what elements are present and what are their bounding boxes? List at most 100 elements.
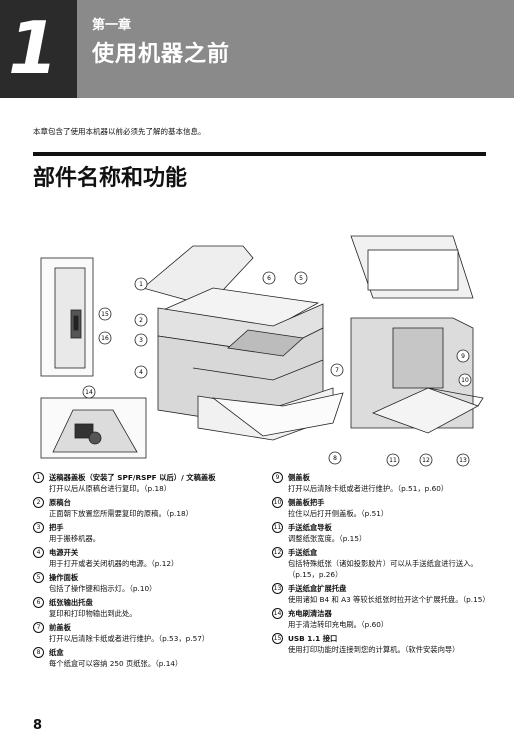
part-description: 使用诸如 B4 和 A3 等较长纸张时拉开这个扩展托盘。（p.15）: [288, 595, 490, 604]
part-item: 10 侧盖板把手拉住以后打开侧盖板。（p.51）: [272, 497, 490, 519]
part-item: 7 前盖板打开以后清除卡纸或者进行维护。（p.53，p.57）: [33, 622, 261, 644]
part-name: 手送纸盒导板: [288, 523, 332, 532]
callout-circle: [134, 277, 148, 291]
section-rule: [33, 152, 486, 156]
part-number: 7: [33, 622, 44, 633]
part-number: 3: [33, 522, 44, 533]
part-description: 使用打印功能时连接到您的计算机。（软件安装向导）: [288, 645, 460, 654]
bypass-extension: [427, 387, 484, 407]
output-tray: [227, 329, 304, 357]
part-description: 复印和打印物输出到此处。: [49, 609, 137, 618]
chapter-label: 第一章: [92, 18, 132, 33]
part-name: 把手: [49, 523, 64, 532]
callout-circle: [456, 349, 470, 363]
part-description: 包括特殊纸张（诸如投影胶片）可以从手送纸盒进行送入。（p.15，p.26）: [288, 559, 478, 579]
part-number: 9: [272, 472, 283, 483]
part-name: 前盖板: [49, 623, 71, 632]
paper-tray-open: [211, 392, 344, 437]
callout-label: 2: [139, 317, 143, 324]
callout-label: 12: [422, 457, 430, 464]
callout-circle: [134, 333, 148, 347]
chapter-title: 使用机器之前: [92, 42, 231, 67]
callout-label: 16: [101, 335, 109, 342]
right-side-cover: [392, 327, 444, 389]
part-number: 10: [272, 497, 283, 508]
callout-circle: [134, 365, 148, 379]
parts-list-right: 9 侧盖板打开以后清除卡纸或者进行维护。（p.51，p.60） 10 侧盖板把手拉住以…: [272, 472, 490, 658]
callout-circle: [134, 313, 148, 327]
part-description: 用于打开或者关闭机器的电源。（p.12）: [49, 559, 179, 568]
callout-label: 14: [85, 389, 93, 396]
part-name: 手送纸盒扩展托盘: [288, 584, 347, 593]
callout-label: 11: [389, 457, 397, 464]
part-item: 11 手送纸盒导板调整纸张宽度。（p.15）: [272, 522, 490, 544]
part-item: 4 电源开关用于打开或者关闭机器的电源。（p.12）: [33, 547, 261, 569]
cleaner-knob: [88, 431, 102, 445]
callout-circle: [386, 453, 400, 467]
part-description: 用于搬移机器。: [49, 534, 101, 543]
part-number: 5: [33, 572, 44, 583]
part-description: 打开以后清除卡纸或者进行维护。（p.51，p.60）: [288, 484, 449, 493]
page-number: 8: [33, 718, 43, 733]
part-description: 拉住以后打开侧盖板。（p.51）: [288, 509, 389, 518]
part-description: 包括了操作键和指示灯。（p.10）: [49, 584, 157, 593]
part-number: 4: [33, 547, 44, 558]
callout-circle: [262, 271, 276, 285]
callout-circle: [456, 453, 470, 467]
part-number: 15: [272, 633, 283, 644]
usb-port: [73, 315, 79, 331]
part-name: 充电刷清洁器: [288, 609, 332, 618]
part-number: 12: [272, 547, 283, 558]
part-description: 打开以后从原稿台进行复印。（p.18）: [49, 484, 172, 493]
part-description: 正面朝下放置您所需要复印的原稿。（p.18）: [49, 509, 193, 518]
part-number: 13: [272, 583, 283, 594]
callout-label: 4: [139, 369, 143, 376]
part-name: 电源开关: [49, 548, 79, 557]
cleaner-shape: [52, 409, 138, 453]
section-title: 部件名称和功能: [33, 166, 188, 191]
part-item: 12 手送纸盒包括特殊纸张（诸如投影胶片）可以从手送纸盒进行送入。（p.15，p.…: [272, 547, 490, 580]
callout-label: 13: [459, 457, 467, 464]
chapter-number-box: 1: [0, 0, 77, 98]
part-description: 用于清洁转印充电刷。（p.60）: [288, 620, 389, 629]
callout-label: 3: [139, 337, 143, 344]
front-cover-line: [192, 359, 324, 381]
part-name: 手送纸盒: [288, 548, 318, 557]
callout-label: 10: [461, 377, 469, 384]
part-name: 操作面板: [49, 573, 79, 582]
part-name: 纸张输出托盘: [49, 598, 93, 607]
part-name: 侧盖板: [288, 473, 310, 482]
callout-circle: [330, 363, 344, 377]
part-item: 13 手送纸盒扩展托盘使用诸如 B4 和 A3 等较长纸张时拉开这个扩展托盘。（p…: [272, 583, 490, 605]
part-name: 纸盒: [49, 648, 64, 657]
part-description: 打开以后清除卡纸或者进行维护。（p.53，p.57）: [49, 634, 210, 643]
callout-label: 15: [101, 311, 109, 318]
part-number: 14: [272, 608, 283, 619]
part-item: 3 把手用于搬移机器。: [33, 522, 261, 544]
part-description: 调整纸张宽度。（p.15）: [288, 534, 367, 543]
part-number: 8: [33, 647, 44, 658]
part-item: 14 充电刷清洁器用于清洁转印充电刷。（p.60）: [272, 608, 490, 630]
callout-circle: [82, 385, 96, 399]
part-number: 2: [33, 497, 44, 508]
part-number: 11: [272, 522, 283, 533]
part-item: 6 纸张输出托盘复印和打印物输出到此处。: [33, 597, 261, 619]
callout-circle: [328, 451, 342, 465]
callout-circle: [458, 373, 472, 387]
right-glass: [367, 249, 459, 291]
callout-circle: [98, 307, 112, 321]
callout-label: 8: [333, 455, 337, 462]
callout-label: 7: [335, 367, 339, 374]
part-item: 5 操作面板包括了操作键和指示灯。（p.10）: [33, 572, 261, 594]
callout-circle: [98, 331, 112, 345]
part-item: 9 侧盖板打开以后清除卡纸或者进行维护。（p.51，p.60）: [272, 472, 490, 494]
part-name: 侧盖板把手: [288, 498, 325, 507]
part-number: 6: [33, 597, 44, 608]
